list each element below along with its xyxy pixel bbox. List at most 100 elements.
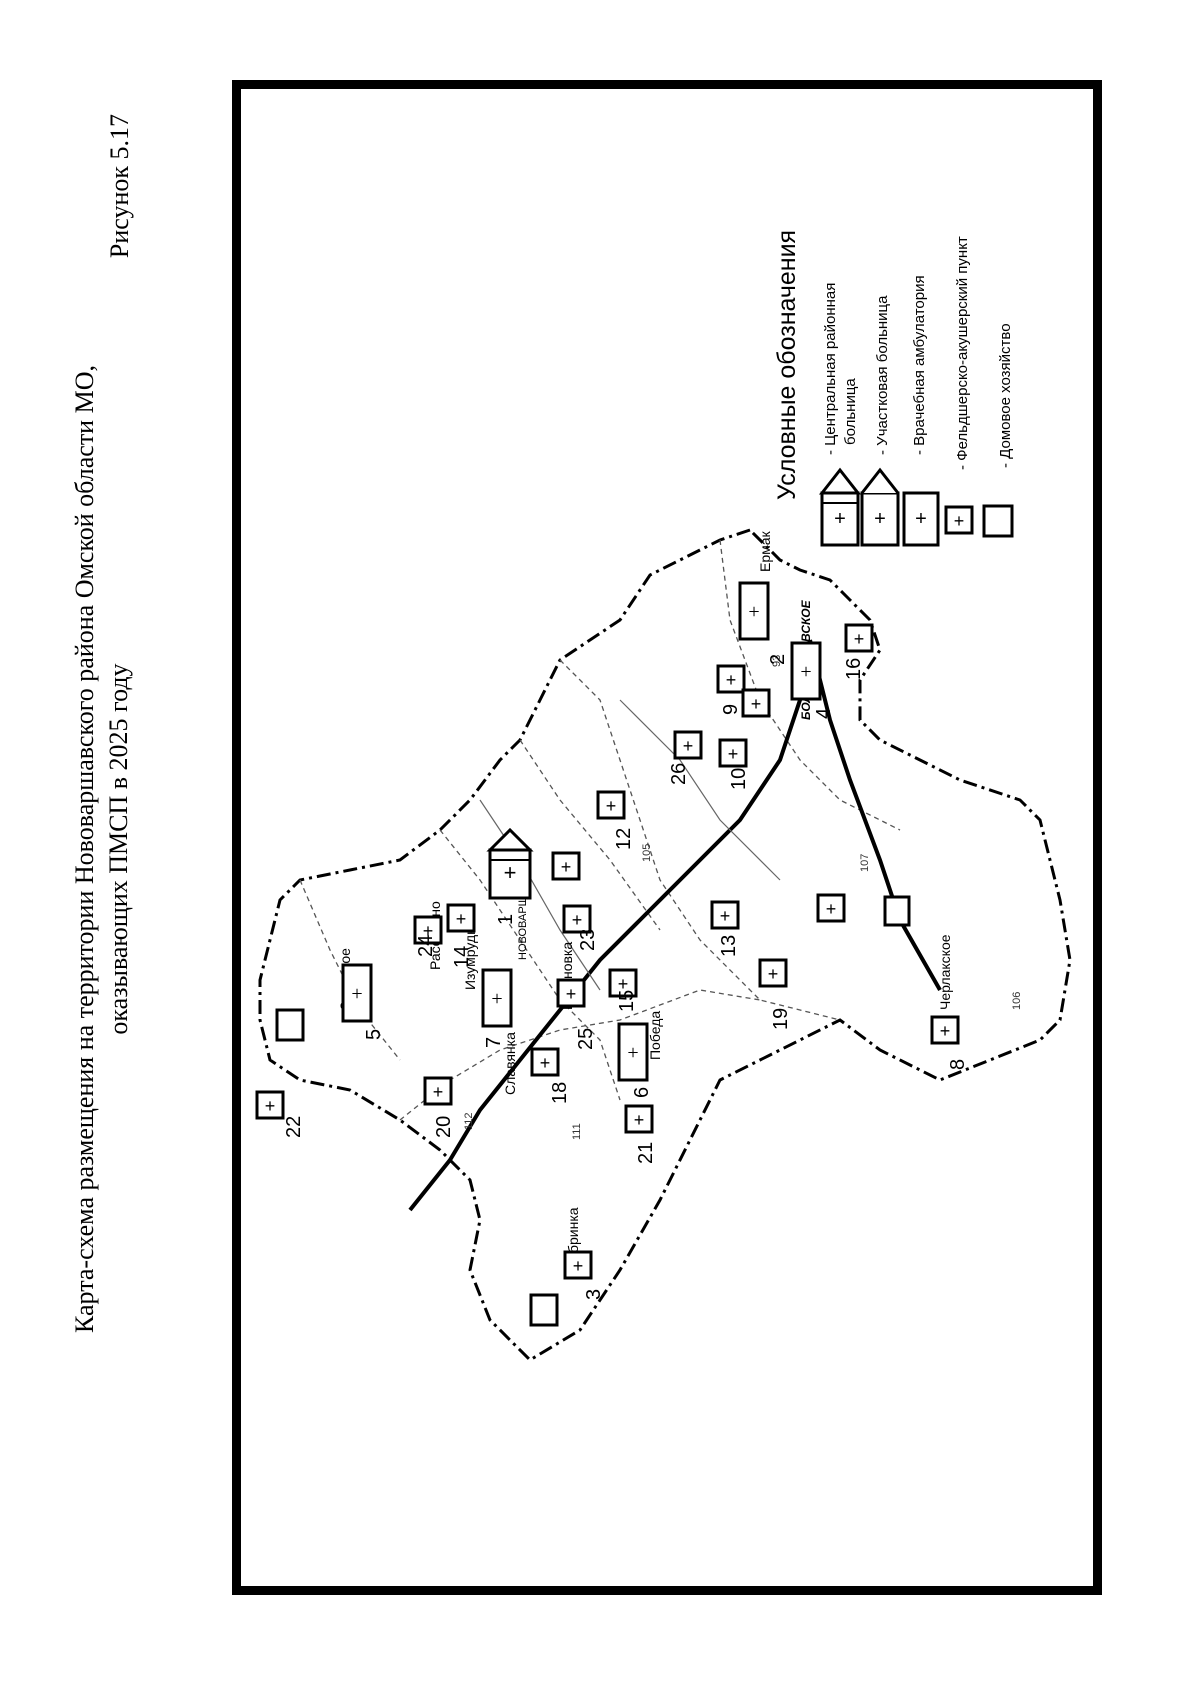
household-icon bbox=[982, 504, 1014, 538]
household-marker bbox=[275, 1008, 305, 1042]
plus-icon: + bbox=[573, 1256, 584, 1276]
ambulatory-icon: + bbox=[902, 491, 940, 547]
household-marker bbox=[883, 895, 911, 927]
facility-number: 15 bbox=[616, 990, 638, 1012]
legend-label-fap: - Фельдшерско-акушерский пункт bbox=[954, 236, 971, 470]
facility-number: 24 bbox=[415, 935, 437, 957]
fap-marker bbox=[718, 738, 748, 768]
plus-icon: + bbox=[768, 964, 779, 984]
facility-number: 10 bbox=[728, 768, 750, 790]
ambulatory-marker: + bbox=[790, 641, 822, 701]
svg-text:+: + bbox=[800, 661, 811, 683]
ambulatory-marker: + bbox=[617, 1022, 649, 1082]
facility-number: 21 bbox=[635, 1142, 657, 1164]
legend-label-ambulatory: - Врачебная амбулатория bbox=[911, 275, 928, 455]
facility-number: 13 bbox=[718, 935, 740, 957]
facility-number: 18 bbox=[549, 1082, 571, 1104]
legend-labels: - Центральная районная больница - Участк… bbox=[822, 236, 1014, 470]
svg-text:+: + bbox=[491, 988, 502, 1010]
road-number: 111 bbox=[571, 1123, 583, 1140]
village-label-pobeda: Победа bbox=[647, 1011, 663, 1060]
plus-icon: + bbox=[826, 899, 837, 919]
village-label-ermak: Ермак bbox=[757, 530, 773, 572]
facility-number: 1 bbox=[495, 914, 517, 925]
fap-marker bbox=[758, 958, 788, 988]
fap-marker-group bbox=[255, 623, 960, 1280]
fap-marker bbox=[551, 851, 581, 881]
svg-text:+: + bbox=[748, 601, 759, 623]
plus-icon: + bbox=[456, 909, 467, 929]
fap-marker bbox=[741, 688, 771, 718]
svg-text:+: + bbox=[915, 508, 927, 530]
district-hospital-icon: + bbox=[860, 467, 900, 547]
legend-label-crb: - Центральная районная bbox=[822, 283, 839, 455]
fap-marker bbox=[930, 1015, 960, 1045]
facility-number: 14 bbox=[451, 946, 473, 968]
fap-marker bbox=[673, 730, 703, 760]
facility-number: 2 bbox=[767, 654, 789, 665]
facility-number: 4 bbox=[813, 708, 835, 719]
plus-icon: + bbox=[634, 1110, 645, 1130]
facility-markers: + + + + + + bbox=[255, 581, 960, 1327]
fap-marker bbox=[562, 904, 592, 934]
road-number: 112 bbox=[463, 1112, 475, 1130]
svg-text:+: + bbox=[351, 983, 362, 1005]
ambulatory-marker: + bbox=[341, 963, 373, 1023]
fap-marker bbox=[446, 903, 476, 933]
village-label-cherlakskoe: Черлакское bbox=[937, 934, 953, 1010]
facility-number: 23 bbox=[577, 929, 599, 951]
facility-number: 6 bbox=[631, 1087, 653, 1098]
plus-icon: + bbox=[572, 910, 583, 930]
plus-icon: + bbox=[606, 796, 617, 816]
fap-marker bbox=[423, 1076, 453, 1106]
fap-marker bbox=[716, 664, 746, 694]
facility-number: 5 bbox=[363, 1029, 385, 1040]
crb-icon: + bbox=[818, 467, 862, 547]
household-marker bbox=[529, 1293, 559, 1327]
district-boundary bbox=[258, 528, 1072, 1362]
plus-icon: + bbox=[423, 921, 434, 941]
fap-marker bbox=[413, 915, 443, 945]
svg-text:+: + bbox=[954, 511, 965, 531]
plus-icon: + bbox=[433, 1082, 444, 1102]
village-label-slavyanka: Славянка bbox=[502, 1032, 518, 1095]
facility-number: 8 bbox=[947, 1059, 969, 1070]
plus-icon: + bbox=[265, 1096, 276, 1116]
facility-number: 7 bbox=[483, 1037, 505, 1048]
road-number: 93 bbox=[771, 655, 783, 667]
crb-marker: + bbox=[486, 827, 534, 900]
svg-text:+: + bbox=[834, 508, 846, 530]
fap-marker bbox=[816, 893, 846, 923]
facility-number: 26 bbox=[668, 763, 690, 785]
facility-number: 3 bbox=[583, 1289, 605, 1300]
facility-number: 16 bbox=[843, 658, 865, 680]
facility-number: 22 bbox=[283, 1116, 305, 1138]
fap-marker bbox=[596, 790, 626, 820]
fap-marker bbox=[563, 1250, 593, 1280]
fap-icon: + bbox=[944, 505, 974, 535]
facility-number: 19 bbox=[770, 1008, 792, 1030]
fap-marker bbox=[710, 900, 740, 930]
road-number: 106 bbox=[1011, 992, 1023, 1010]
fap-plus-signs: + + + + + + + + + + + + + + + + + + + + … bbox=[265, 629, 951, 1276]
map-legend: Условные обозначения + + + + bbox=[773, 230, 1014, 547]
ambulatory-marker: + bbox=[738, 581, 770, 641]
facility-numbers: 1 2 3 4 5 6 7 8 9 10 12 13 14 15 16 18 1… bbox=[283, 654, 969, 1300]
fap-marker bbox=[556, 978, 586, 1008]
plus-icon: + bbox=[683, 736, 694, 756]
facility-number: 25 bbox=[575, 1028, 597, 1050]
road-number: 107 bbox=[859, 854, 871, 872]
plus-icon: + bbox=[561, 857, 572, 877]
fap-marker bbox=[530, 1047, 560, 1077]
plus-icon: + bbox=[940, 1021, 951, 1041]
facility-number: 12 bbox=[613, 828, 635, 850]
road-number-labels: 95 112 105 107 106 111 93 bbox=[343, 655, 1023, 1140]
svg-text:+: + bbox=[627, 1042, 638, 1064]
plus-icon: + bbox=[566, 984, 577, 1004]
legend-label-crb-2: больница bbox=[842, 378, 859, 445]
plus-icon: + bbox=[540, 1053, 551, 1073]
svg-text:+: + bbox=[874, 508, 886, 530]
facility-number: 9 bbox=[720, 704, 742, 715]
fap-marker bbox=[608, 968, 638, 998]
